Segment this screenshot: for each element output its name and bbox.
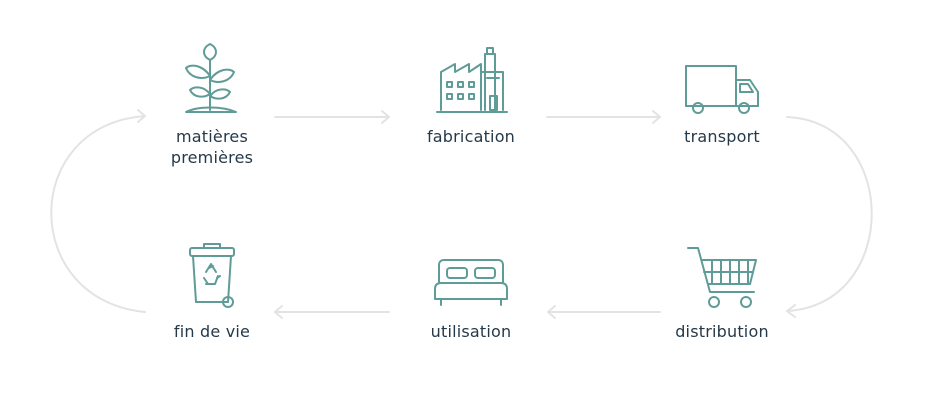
stage-label: distribution: [675, 322, 769, 341]
arrow-fin-de-vie-to-matieres: [50, 109, 146, 313]
recycle-bin-icon: [189, 243, 235, 308]
connectors: [50, 109, 873, 319]
arrow-transport-to-distribution: [786, 116, 873, 318]
stage-label: fin de vie: [173, 322, 251, 341]
arrow-fabrication-to-transport: [546, 110, 661, 124]
factory-icon: [436, 47, 508, 113]
stage-fabrication: fabrication: [381, 126, 561, 147]
stage-transport: transport: [632, 126, 812, 147]
stage-label: fabrication: [426, 127, 516, 146]
stage-fin-de-vie: fin de vie: [122, 321, 302, 342]
stage-utilisation: utilisation: [381, 321, 561, 342]
stage-distribution: distribution: [632, 321, 812, 342]
arrow-utilisation-to-fin-de-vie: [274, 305, 390, 319]
bed-icon: [434, 259, 508, 306]
arrow-distribution-to-utilisation: [547, 305, 661, 319]
stage-label: matières premières: [170, 127, 254, 167]
stage-label: utilisation: [430, 322, 512, 341]
shopping-cart-icon: [687, 247, 757, 308]
stage-label: transport: [684, 127, 760, 146]
sprout-icon: [185, 43, 237, 113]
truck-icon: [685, 65, 759, 114]
arrow-matieres-to-fabrication: [274, 110, 390, 124]
stage-matieres-premieres: matières premières: [122, 126, 302, 168]
